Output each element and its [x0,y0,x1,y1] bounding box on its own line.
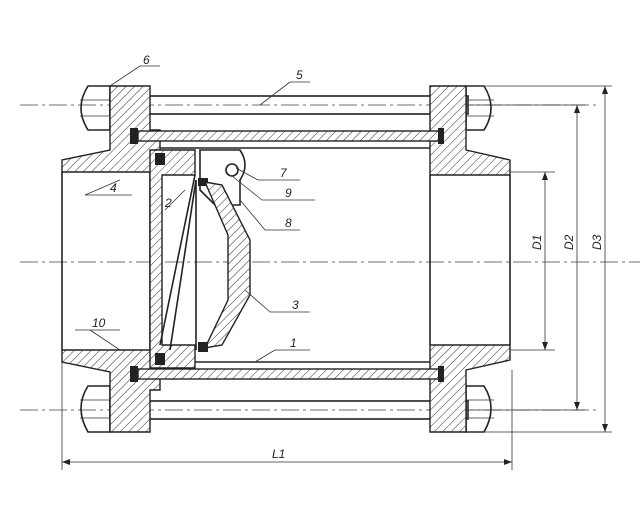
dimension-lines [61,85,612,470]
label-part-9: 9 [285,186,292,200]
dimension-d3: D3 [590,234,604,250]
label-part-10: 10 [92,316,106,330]
leader-lines [75,65,315,363]
nut-top-right [465,85,494,131]
label-part-5: 5 [296,68,303,82]
valve-body [130,128,444,382]
seat-ring [149,149,196,369]
label-part-8: 8 [285,216,292,230]
label-part-3: 3 [292,298,299,312]
label-part-7: 7 [280,166,288,180]
dimension-d1: D1 [530,235,544,250]
nut-top-left [80,85,111,131]
nut-bottom-left [80,385,111,433]
check-disc [169,179,251,352]
label-part-6: 6 [143,53,150,67]
label-part-1: 1 [290,336,297,350]
nut-bottom-right [465,385,494,433]
label-part-2: 2 [164,196,172,210]
dimension-d2: D2 [562,234,576,250]
dimension-l1: L1 [272,447,285,461]
label-part-4: 4 [110,181,117,195]
right-flange [429,85,511,433]
